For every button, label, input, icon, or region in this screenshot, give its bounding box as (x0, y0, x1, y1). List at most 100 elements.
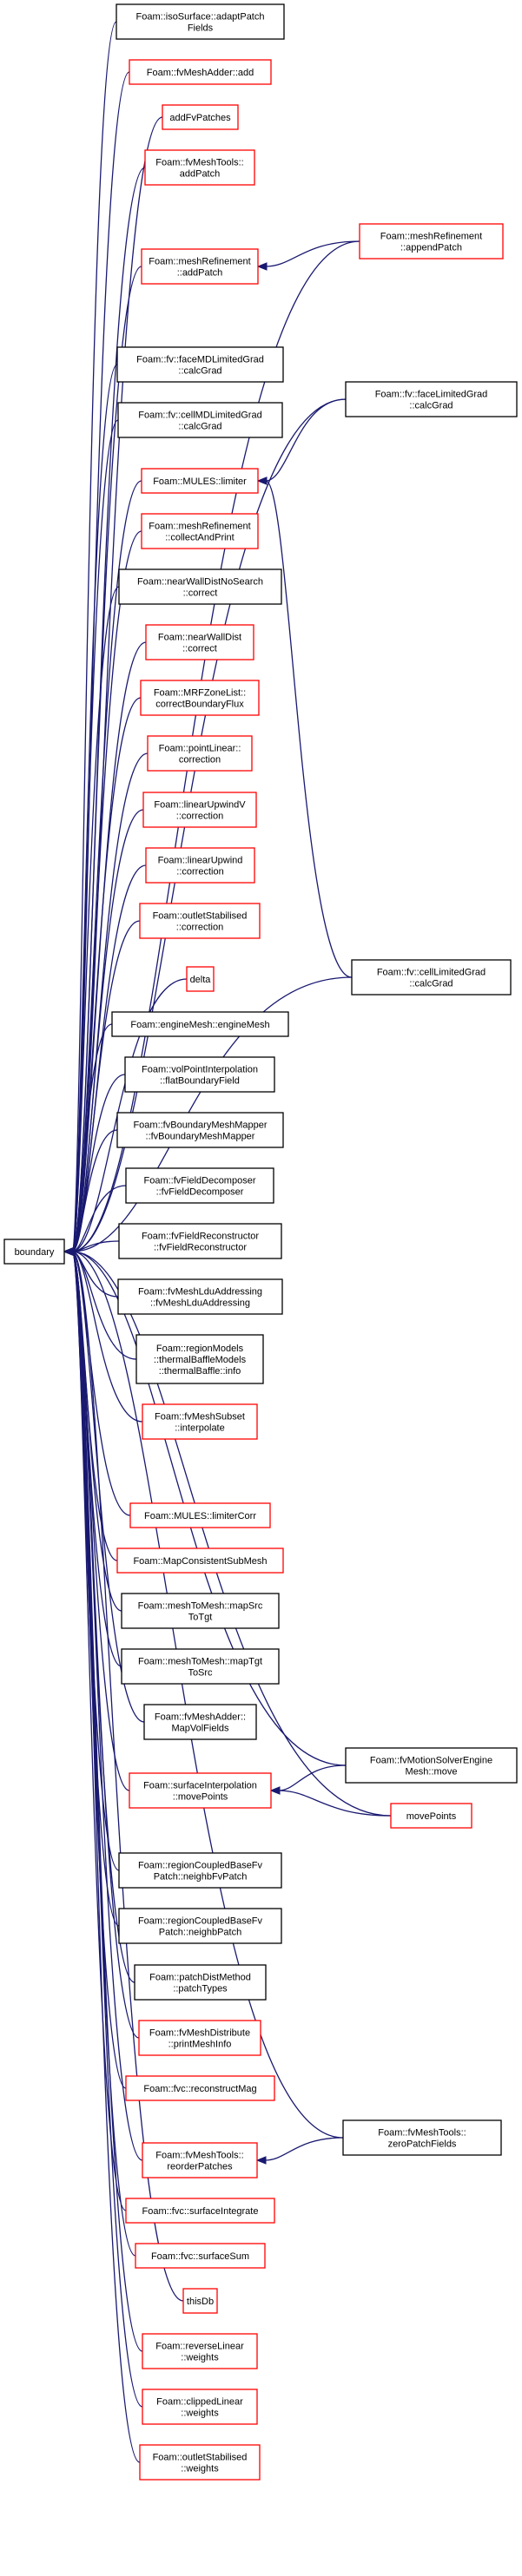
node-fv-mesh-adder-add[interactable]: Foam::fvMeshAdder::add (129, 59, 272, 85)
node-fvc-reconstruct-mag[interactable]: Foam::fvc::reconstructMag (125, 2075, 275, 2101)
node-box (141, 248, 259, 285)
node-label: ::correct (182, 644, 217, 654)
node-fv-boundary-mesh-mapper[interactable]: Foam::fvBoundaryMeshMapper::fvBoundaryMe… (116, 1112, 284, 1148)
node-cell-limited-grad-calc-grad[interactable]: Foam::fv::cellLimitedGrad::calcGrad (351, 959, 512, 996)
node-delta[interactable]: delta (186, 966, 215, 992)
node-label: Foam::fvMeshSubset (155, 1412, 245, 1423)
node-face-mdlimited-grad-calc-grad[interactable]: Foam::fv::faceMDLimitedGrad::calcGrad (116, 346, 284, 383)
edge-cell-mdlimited-grad-calc-grad-to-boundary (63, 419, 119, 1256)
node-label: Foam::fv::cellLimitedGrad (377, 968, 486, 978)
node-add-fv-patches[interactable]: addFvPatches (162, 104, 239, 130)
node-label: Patch::neighbFvPatch (154, 1872, 248, 1883)
node-cell-mdlimited-grad-calc-grad[interactable]: Foam::fv::cellMDLimitedGrad::calcGrad (117, 402, 283, 438)
node-box (118, 1852, 282, 1889)
node-label: Foam::clippedLinear (156, 2397, 243, 2408)
node-label: zeroPatchFields (388, 2139, 457, 2150)
node-outlet-stabilised-correction[interactable]: Foam::outletStabilised::correction (139, 903, 261, 939)
node-label: Foam::fvc::surfaceIntegrate (142, 2206, 259, 2217)
node-region-coupled-base-fv-patch-neighb-fv-patch[interactable]: Foam::regionCoupledBaseFvPatch::neighbFv… (118, 1852, 282, 1889)
node-patch-dist-method-patch-types[interactable]: Foam::patchDistMethod::patchTypes (134, 1964, 267, 2001)
node-box (351, 959, 512, 996)
node-label: Foam::fvMeshTools:: (378, 2128, 466, 2139)
node-mesh-refinement-append-patch[interactable]: Foam::meshRefinement::appendPatch (359, 223, 504, 260)
node-this-db[interactable]: thisDb (182, 2288, 218, 2314)
node-face-limited-grad-calc-grad[interactable]: Foam::fv::faceLimitedGrad::calcGrad (345, 381, 518, 417)
node-clipped-linear-weights[interactable]: Foam::clippedLinear::weights (142, 2389, 258, 2425)
node-box (139, 2444, 261, 2481)
node-map-consistent-sub-mesh[interactable]: Foam::MapConsistentSubMesh (116, 1548, 284, 1574)
node-label: Foam::regionModels (156, 1344, 244, 1354)
node-label: Fields (188, 23, 214, 34)
edge-move-points-to-surface-interpolation-move-points (269, 1786, 392, 1817)
node-thermal-baffle-info[interactable]: Foam::regionModels::thermalBaffleModels:… (135, 1334, 264, 1384)
node-label: Foam::meshRefinement (149, 522, 250, 532)
node-box (143, 1704, 257, 1740)
node-label: addFvPatches (169, 113, 231, 123)
node-label: ::interpolate (175, 1423, 224, 1434)
node-box (141, 513, 259, 549)
node-move-points[interactable]: movePoints (390, 1803, 472, 1829)
node-vol-point-interpolation-flat-boundary-field[interactable]: Foam::volPointInterpolation::flatBoundar… (124, 1056, 275, 1093)
node-label: Foam::fvMeshTools:: (155, 2151, 243, 2161)
node-point-linear-correction[interactable]: Foam::pointLinear::correction (147, 735, 253, 772)
node-label: Foam::fvMeshDistribute (149, 2028, 250, 2039)
node-label: boundary (15, 1247, 55, 1258)
node-linear-upwind-v-correction[interactable]: Foam::linearUpwindV::correction (142, 792, 257, 828)
node-outlet-stabilised-weights[interactable]: Foam::outletStabilised::weights (139, 2444, 261, 2481)
node-fv-field-reconstructor[interactable]: Foam::fvFieldReconstructor::fvFieldRecon… (118, 1223, 282, 1259)
node-linear-upwind-correction[interactable]: Foam::linearUpwind::correction (145, 847, 255, 884)
node-fvc-surface-sum[interactable]: Foam::fvc::surfaceSum (135, 2243, 266, 2269)
node-label: ::addPatch (177, 268, 223, 279)
node-label: ::calcGrad (409, 401, 453, 411)
node-label: Foam::fvFieldDecomposer (144, 1176, 256, 1186)
node-label: Foam::regionCoupledBaseFv (138, 1861, 263, 1871)
node-box (342, 2119, 502, 2156)
node-label: Foam::nearWallDist (158, 633, 241, 643)
node-reverse-linear-weights[interactable]: Foam::reverseLinear::weights (142, 2333, 258, 2369)
node-box (390, 1803, 472, 1829)
node-label: Foam::fvc::surfaceSum (151, 2251, 249, 2262)
node-mules-limiter[interactable]: Foam::MULES::limiter (141, 468, 259, 494)
node-engine-mesh-engine-mesh[interactable]: Foam::engineMesh::engineMesh (111, 1011, 289, 1037)
node-mrfzone-list-correct-boundary-flux[interactable]: Foam::MRFZoneList::correctBoundaryFlux (140, 680, 260, 716)
node-fv-field-decomposer[interactable]: Foam::fvFieldDecomposer::fvFieldDecompos… (125, 1167, 274, 1204)
node-box (121, 1648, 280, 1685)
node-box (145, 847, 255, 884)
node-near-wall-dist-correct[interactable]: Foam::nearWallDist::correct (145, 624, 254, 660)
node-fv-mesh-ldu-addressing[interactable]: Foam::fvMeshLduAddressing::fvMeshLduAddr… (117, 1278, 283, 1315)
node-label: ::calcGrad (178, 366, 221, 377)
node-mesh-refinement-add-patch[interactable]: Foam::meshRefinement::addPatch (141, 248, 259, 285)
node-label: Foam::fvMeshLduAddressing (138, 1287, 262, 1298)
node-fv-mesh-distribute-print-mesh-info[interactable]: Foam::fvMeshDistribute::printMeshInfo (138, 2020, 261, 2056)
node-box (144, 149, 255, 186)
node-surface-interpolation-move-points[interactable]: Foam::surfaceInterpolation::movePoints (129, 1772, 272, 1809)
node-near-wall-dist-no-search-correct[interactable]: Foam::nearWallDistNoSearch::correct (118, 568, 282, 605)
node-fv-mesh-tools-add-patch[interactable]: Foam::fvMeshTools::addPatch (144, 149, 255, 186)
node-label: ::correction (176, 923, 223, 933)
node-label: Foam::fv::faceMDLimitedGrad (136, 355, 264, 365)
node-fv-mesh-adder-map-vol-fields[interactable]: Foam::fvMeshAdder::MapVolFields (143, 1704, 257, 1740)
node-region-coupled-base-fv-patch-neighb-patch[interactable]: Foam::regionCoupledBaseFvPatch::neighbPa… (118, 1908, 282, 1944)
edge-region-coupled-base-fv-patch-neighb-fv-patch-to-boundary (63, 1247, 120, 1871)
edge-fvc-surface-sum-to-boundary (63, 1247, 136, 2257)
node-label: ::printMeshInfo (168, 2040, 232, 2050)
node-mules-limiter-corr[interactable]: Foam::MULES::limiterCorr (129, 1502, 271, 1528)
node-fv-mesh-tools-reorder-patches[interactable]: Foam::fvMeshTools::reorderPatches (142, 2142, 258, 2178)
node-fvc-surface-integrate[interactable]: Foam::fvc::surfaceIntegrate (125, 2198, 275, 2224)
node-box (186, 966, 215, 992)
node-label: addPatch (180, 169, 220, 180)
node-label: Foam::patchDistMethod (149, 1973, 251, 1983)
node-label: ::appendPatch (400, 243, 462, 253)
node-label: Foam::MRFZoneList:: (154, 688, 246, 699)
node-fv-mesh-subset-interpolate[interactable]: Foam::fvMeshSubset::interpolate (142, 1403, 258, 1440)
node-label: Foam::reverseLinear (155, 2342, 244, 2352)
node-mesh-refinement-collect-and-print[interactable]: Foam::meshRefinement::collectAndPrint (141, 513, 259, 549)
node-label: ::calcGrad (178, 422, 221, 432)
node-box (129, 1772, 272, 1809)
node-boundary[interactable]: boundary (3, 1239, 65, 1265)
node-fv-mesh-tools-zero-patch-fields[interactable]: Foam::fvMeshTools::zeroPatchFields (342, 2119, 502, 2156)
